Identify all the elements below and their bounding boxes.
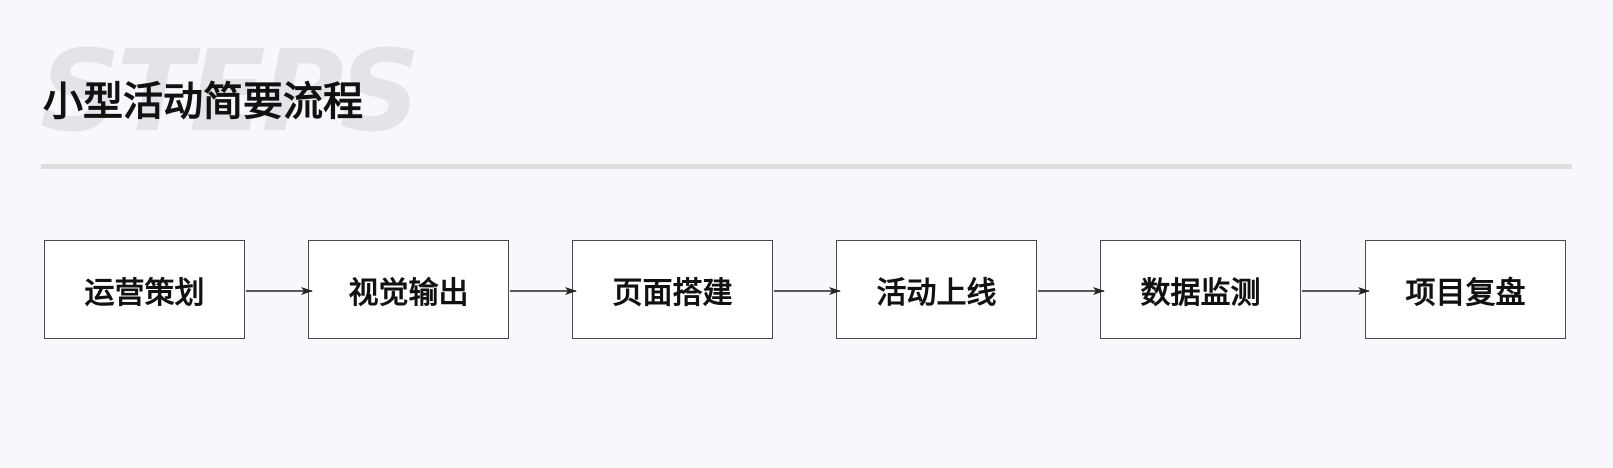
step-box-2: 视觉输出 xyxy=(308,240,509,339)
step-box-4: 活动上线 xyxy=(836,240,1037,339)
page-title: 小型活动简要流程 xyxy=(43,79,363,125)
step-label-2: 视觉输出 xyxy=(348,275,469,311)
step-label-4: 活动上线 xyxy=(876,275,997,311)
step-box-1: 运营策划 xyxy=(44,240,245,339)
step-label-6: 项目复盘 xyxy=(1405,275,1526,311)
step-label-5: 数据监测 xyxy=(1140,275,1261,311)
step-box-5: 数据监测 xyxy=(1100,240,1301,339)
step-label-1: 运营策划 xyxy=(84,275,205,311)
steps-watermark: STEPS xyxy=(40,27,420,157)
title-divider xyxy=(41,164,1572,169)
step-box-6: 项目复盘 xyxy=(1365,240,1566,339)
step-label-3: 页面搭建 xyxy=(612,275,733,311)
step-box-3: 页面搭建 xyxy=(572,240,773,339)
